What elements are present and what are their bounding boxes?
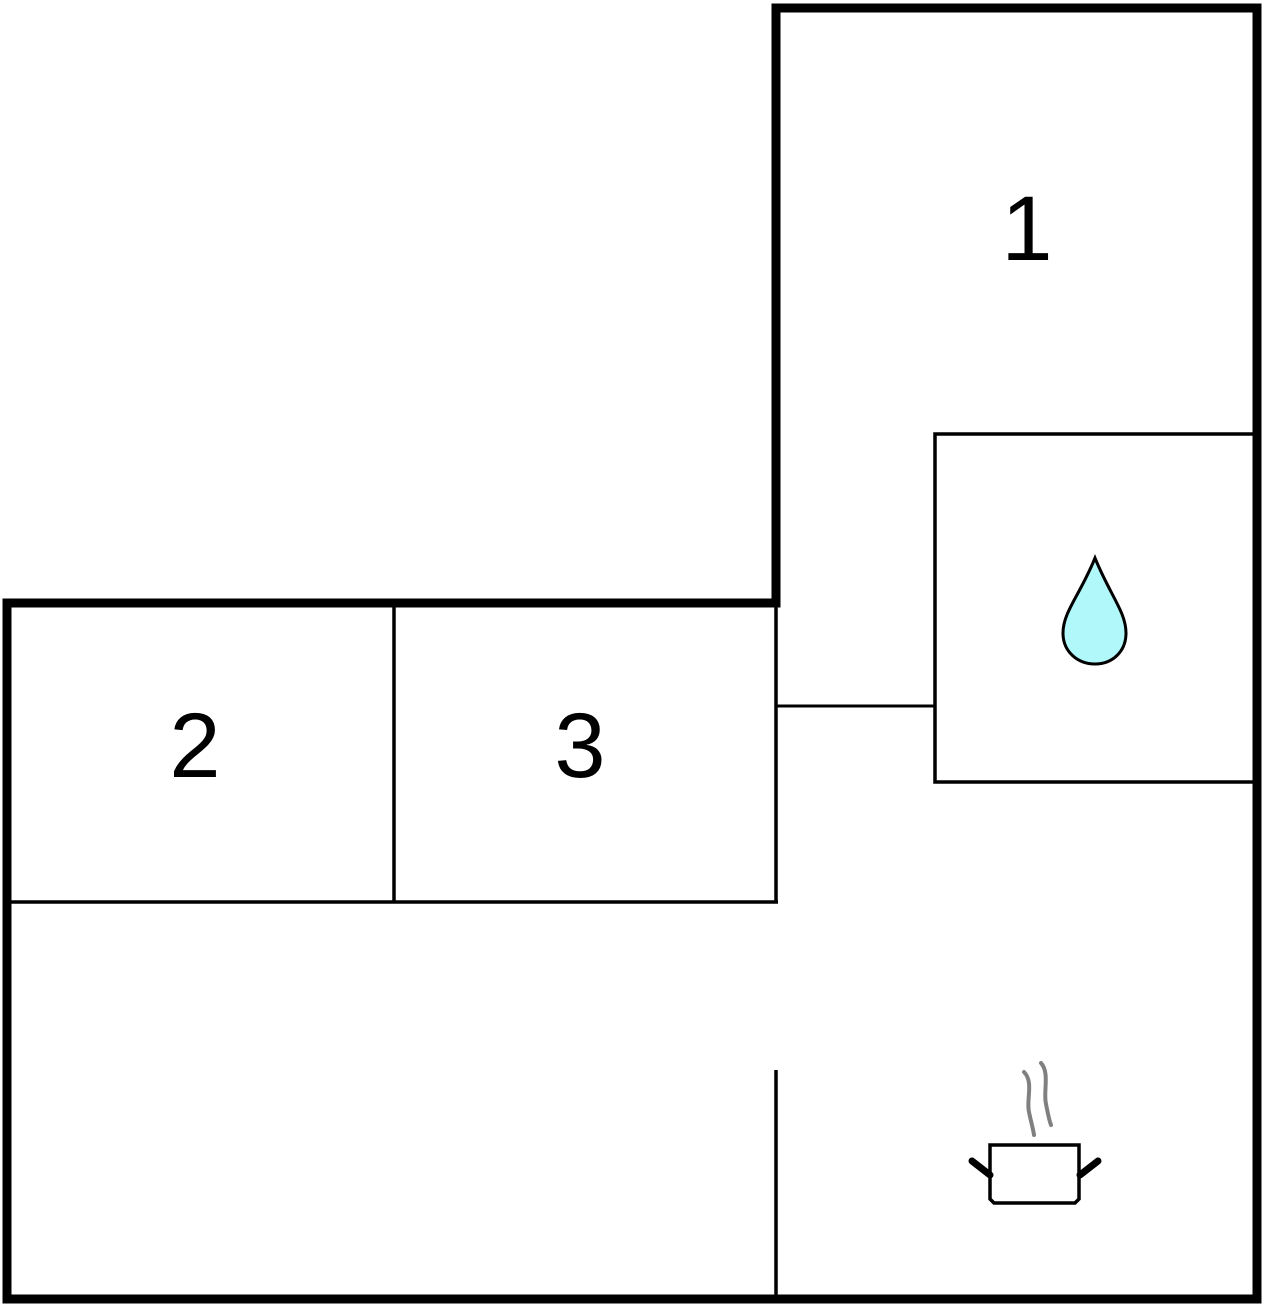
water-drop-icon: [1061, 554, 1128, 666]
room-label-1: 1: [1001, 178, 1052, 280]
room-label-2: 2: [169, 695, 220, 797]
bathroom: [933, 432, 1259, 784]
room-label-3: 3: [554, 695, 605, 797]
cooking-pot-icon: [968, 1061, 1102, 1205]
